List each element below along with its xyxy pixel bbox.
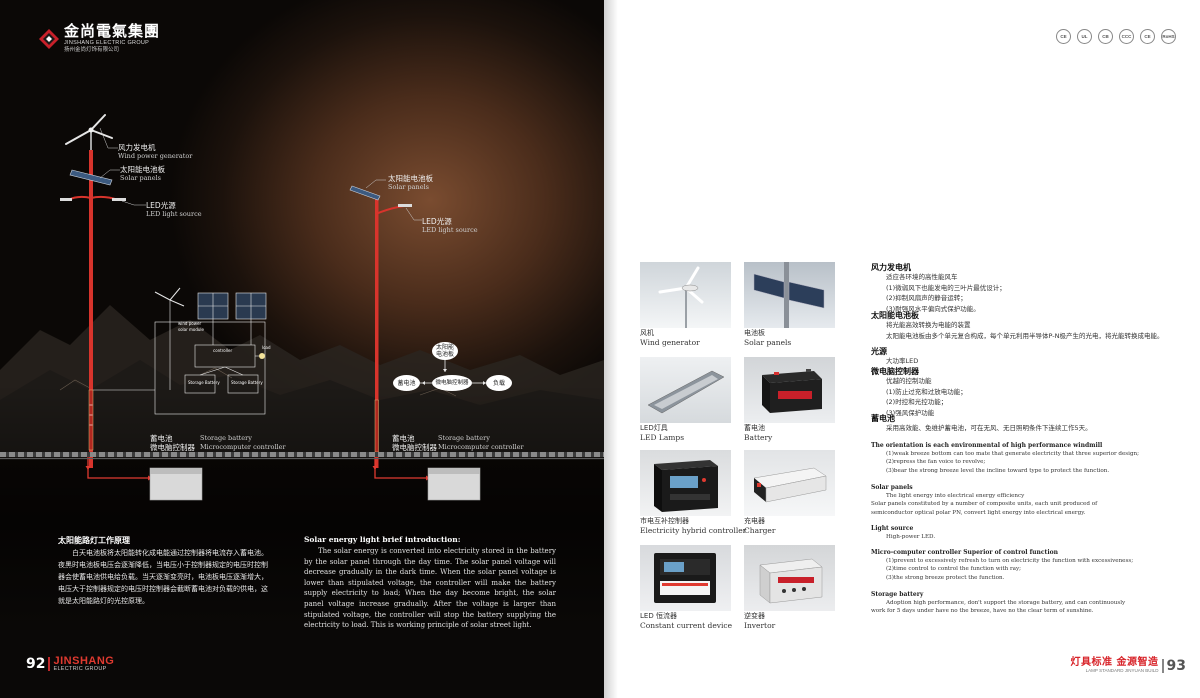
label-solar-panels-2: 太阳能电池板 Solar panels [388,174,433,191]
label-battery-controller-1: 蓄电池 微电脑控制器 [150,434,195,452]
solar-panel-icon [753,262,825,328]
label-battery-controller-2-en: Storage battery Microcomputer controller [438,434,524,451]
product-image-wind-generator [640,262,731,328]
product-image-invertor [744,545,835,611]
product-caption-solar: 电池板 Solar panels [744,329,792,347]
wind-turbine-icon [658,266,704,328]
right-page: CE UL CB CCC CE RoHS 风机 Wind generator 电… [604,0,1200,698]
label-wind-generator: 风力发电机 Wind power generator [118,143,193,160]
label-battery-controller-2: 蓄电池 微电脑控制器 [392,434,437,452]
spec-text-battery-en: Adoption high performance, don't support… [871,600,1126,615]
product-caption-constant-current: LED 恒流器 Constant current device [640,612,733,630]
flow-node-controller: 微电脑控制器 [432,375,472,391]
flow-node-battery: 蓄电池 [393,375,420,391]
charger-icon [753,467,827,503]
cert-mark-icon: CB [1098,29,1113,44]
spec-heading-wind-cn: 风力发电机 [871,263,911,272]
spec-text-light-en: High-power LED. [886,534,936,540]
ground-line [0,452,604,457]
spec-heading-solar-en: Solar panels [871,484,913,491]
label-led-source-2: LED光源 LED light source [422,217,478,234]
certification-marks: CE UL CB CCC CE RoHS [1056,29,1176,44]
cert-mark-icon: CE [1140,29,1155,44]
wiring-battery1-label: Storage Battery [188,380,220,385]
spec-text-battery-cn: 采用高效能、免维护蓄电池，可在无风、无日照明条件下连续工作5天。 [886,424,1092,432]
spec-heading-controller-en: Micro-computer controller Superior of co… [871,549,1058,556]
constant-current-icon [654,553,716,603]
wiring-wind-label: wind power [178,321,201,326]
spec-text-wind-cn: 适应各环境的高性能风车 (1)微弱风下也能发电的三叶片最优设计； (2)抑制风扇… [886,273,1006,313]
product-caption-led: LED灯具 LED Lamps [640,424,685,442]
spec-text-light-cn: 大功率LED [886,357,919,365]
wiring-battery2-label: Storage Battery [231,380,263,385]
product-caption-battery: 蓄电池 Battery [744,424,773,442]
street-light-diagram: controller load Storage Battery Storage … [60,114,486,501]
wiring-load-label: load [262,345,271,350]
principle-body-en: The solar energy is converted into elect… [304,547,556,630]
spec-heading-battery-en: Storage battery [871,591,924,598]
flow-node-load: 负载 [486,375,512,391]
cert-mark-icon: CE [1056,29,1071,44]
spec-heading-light-en: Light source [871,525,914,532]
logo-diamond-icon [39,28,59,49]
spec-heading-controller-cn: 微电脑控制器 [871,367,919,376]
product-caption-charger: 充电器 Charger [744,517,776,535]
spec-heading-solar-cn: 太阳能电池板 [871,311,919,320]
principle-title-cn: 太阳能路灯工作原理 [58,536,130,545]
led-lamp-icon [647,370,725,414]
product-image-constant-current [640,545,731,611]
logo-name-cn: 金尚電氣集團 [64,22,161,40]
product-image-solar-panels [744,262,835,328]
logo-company-cn: 扬州金尚灯饰有限公司 [64,46,120,53]
logo-name-en: JINSHANG ELECTRIC GROUP [64,40,150,46]
cert-mark-icon: CCC [1119,29,1134,44]
controller-icon [654,460,718,512]
product-caption-invertor: 逆变器 Invertor [744,612,776,630]
cert-mark-icon: RoHS [1161,29,1176,44]
spec-heading-light-cn: 光源 [871,347,887,356]
label-solar-panels: 太阳能电池板 Solar panels [120,165,165,182]
right-page-number: 灯具标准 金源智造 LAMP STANDARD JINYUAN BUILD 93 [1070,657,1186,674]
spec-heading-battery-cn: 蓄电池 [871,414,895,423]
flow-node-panel: 太阳能 电池板 [432,342,458,360]
spec-text-controller-cn: 优越的控制功能 (1)防止过充和过放电功能； (2)时控和光控功能； (3)强风… [886,377,967,417]
label-led-source: LED光源 LED light source [146,201,202,218]
left-page-number: 92 JINSHANG ELECTRIC GROUP [26,655,115,673]
spec-text-controller-en: (1)prevent to excessively refresh to tur… [886,558,1134,581]
principle-body-cn: 白天电池板将太阳能转化成电能通过控制器将电流存入蓄电池。夜黑时电池板电压会逐渐降… [58,549,268,605]
product-image-hybrid-controller [640,450,731,516]
cert-mark-icon: UL [1077,29,1092,44]
product-image-battery [744,357,835,423]
invertor-icon [759,558,823,604]
product-image-charger [744,450,835,516]
left-page: 金尚電氣集團 JINSHANG ELECTRIC GROUP 扬州金尚灯饰有限公… [0,0,604,698]
spec-text-solar-cn: 将光能高效转换为电能的装置 太阳能电池板由多个单元复合构成，每个单元利用半导体P… [886,321,1164,340]
spec-text-solar-en: The light energy into electrical energy … [871,493,1098,516]
label-battery-controller-1-en: Storage battery Microcomputer controller [200,434,286,451]
wiring-solar-label: solar module [178,327,205,332]
wiring-controller-label: controller [213,348,232,353]
product-caption-hybrid-controller: 市电互补控制器 Electricity hybrid controller [640,517,747,535]
spec-text-wind-en: (1)weak breeze bottom can too mate that … [886,451,1140,474]
spec-heading-wind-en: The orientation is each environmental of… [871,442,1103,449]
principle-title-en: Solar energy light brief introduction: [304,535,461,544]
battery-icon [762,369,822,413]
product-caption-wind: 风机 Wind generator [640,329,700,347]
brand-logo: 金尚電氣集團 JINSHANG ELECTRIC GROUP 扬州金尚灯饰有限公… [38,24,160,53]
product-image-led-lamps [640,357,731,423]
